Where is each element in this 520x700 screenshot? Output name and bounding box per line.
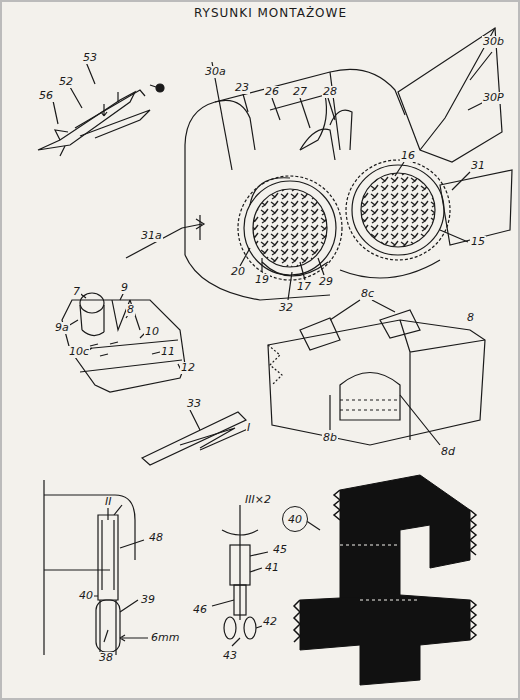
callout-number: I — [246, 422, 251, 434]
callout-number: 30P — [482, 92, 505, 104]
callout-number: 7 — [72, 286, 81, 298]
circled-number: 40 — [282, 506, 308, 532]
callout-number: 41 — [264, 562, 280, 574]
callout-number: 28 — [322, 86, 338, 98]
callout-number: 6mm — [150, 632, 180, 644]
callout-number: 15 — [470, 236, 486, 248]
callout-number: 38 — [98, 652, 114, 664]
callout-number: 8b — [322, 432, 338, 444]
callout-number: 26 — [264, 86, 280, 98]
callout-number: 30b — [482, 36, 505, 48]
callout-number: 48 — [148, 532, 164, 544]
callout-number: 23 — [234, 82, 250, 94]
callout-number: 33 — [186, 398, 202, 410]
callout-number: 8 — [126, 304, 135, 316]
callout-number: 20 — [230, 266, 246, 278]
callout-number: 40 — [78, 590, 94, 602]
callout-number: 8d — [440, 446, 456, 458]
callout-number: 32 — [278, 302, 294, 314]
callout-number: 11 — [160, 346, 176, 358]
callout-number: III×2 — [244, 494, 272, 506]
callout-number: 12 — [180, 362, 196, 374]
callout-number: 9a — [54, 322, 70, 334]
callout-number: 30a — [204, 66, 227, 78]
callout-number: 8c — [360, 288, 375, 300]
circle-label: 40 — [288, 513, 302, 526]
callout-number: 10c — [68, 346, 90, 358]
callout-number: 45 — [272, 544, 288, 556]
callout-number: 39 — [140, 594, 156, 606]
callout-number: 42 — [262, 616, 278, 628]
callout-number: 27 — [292, 86, 308, 98]
callout-number: 29 — [318, 276, 334, 288]
callout-number: 9 — [120, 282, 129, 294]
page-title: RYSUNKI MONTAŻOWE — [194, 6, 347, 20]
callout-number: 16 — [400, 150, 416, 162]
callout-number: 10 — [144, 326, 160, 338]
callout-number: 31 — [470, 160, 486, 172]
callout-number: 53 — [82, 52, 98, 64]
callout-number: 8 — [466, 312, 475, 324]
callout-number: 43 — [222, 650, 238, 662]
callout-number: 56 — [38, 90, 54, 102]
callout-number: 46 — [192, 604, 208, 616]
callout-number: 17 — [296, 281, 312, 293]
callout-number: 19 — [254, 274, 270, 286]
callout-number: II — [104, 496, 113, 508]
callout-number: 31a — [140, 230, 163, 242]
callout-number: 52 — [58, 76, 74, 88]
